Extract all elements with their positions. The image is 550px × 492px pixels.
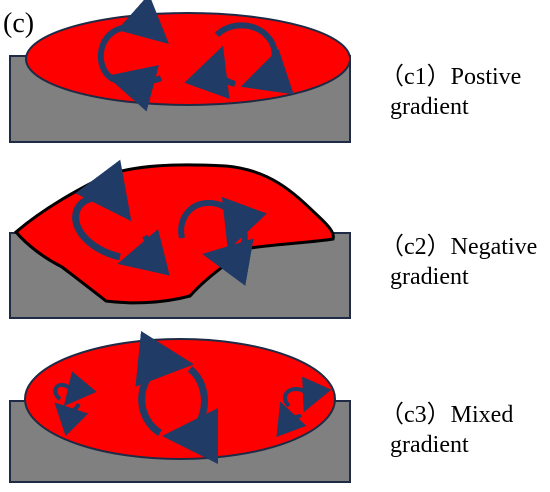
flow-arrow-c3-center-left xyxy=(135,330,194,436)
panel-label-c1-prefix: （c1） xyxy=(380,64,451,90)
panel-label-c1-line1: （c1）Postive xyxy=(380,62,521,92)
flow-arrow-c3-right xyxy=(283,376,332,413)
panel-label-c3-line2: gradient xyxy=(390,432,469,458)
panel-c1 xyxy=(9,0,351,143)
panel-label-c2-line2: gradient xyxy=(390,264,469,290)
melt-pool-c1 xyxy=(25,12,351,106)
flow-arrow-c3-left-lower xyxy=(54,402,89,437)
flow-arrow-c3-left xyxy=(53,371,97,407)
panel-label-c2-line1: （c2）Negative xyxy=(380,232,537,262)
flow-arrow-c3-right-lower xyxy=(276,401,307,438)
figure-letter: (c) xyxy=(3,8,35,39)
panel-label-c3-prefix: （c3） xyxy=(380,402,451,428)
flow-arrow-c1-left-lower xyxy=(106,65,163,112)
flow-arrow-c1-right xyxy=(214,22,294,95)
flow-arrow-c1-left xyxy=(97,0,169,83)
panel-c2 xyxy=(9,159,351,319)
flow-arrow-c3-center-right xyxy=(162,366,219,464)
panel-c3 xyxy=(9,330,351,483)
flow-arrow-c2-right-lower xyxy=(202,224,254,286)
panel-label-c3-text1: Mixed xyxy=(450,402,514,428)
flow-arrow-c2-right xyxy=(178,196,267,251)
flow-arrow-c1-right-lower xyxy=(184,45,236,99)
panel-label-c2-text1: Negative xyxy=(450,234,538,260)
flow-arrow-c2-left-lower xyxy=(117,228,170,276)
flow-arrow-c2-left xyxy=(72,159,132,261)
panel-label-c1-text1: Postive xyxy=(450,64,522,90)
panel-label-c2-prefix: （c2） xyxy=(380,234,451,260)
panel-label-c1-line2: gradient xyxy=(390,94,469,120)
panel-label-c1: （c1）Postive gradient xyxy=(380,62,521,122)
panel-label-c3-line1: （c3）Mixed xyxy=(380,400,513,430)
panel-label-c2: （c2）Negative gradient xyxy=(380,232,537,292)
panel-label-c3: （c3）Mixed gradient xyxy=(380,400,513,460)
